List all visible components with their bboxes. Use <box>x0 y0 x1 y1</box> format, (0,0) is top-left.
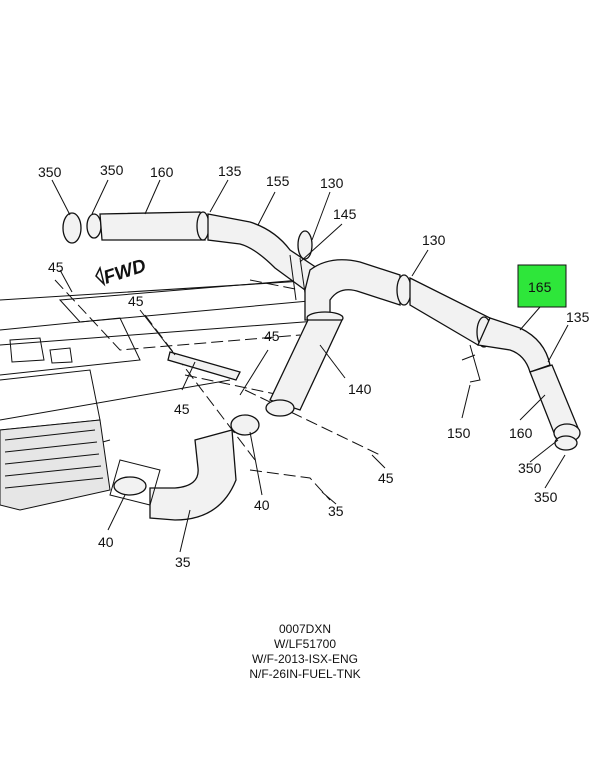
callout-45: 45 <box>174 401 190 417</box>
elbow-right <box>477 317 551 373</box>
right-upper-pipe-assembly <box>304 259 581 451</box>
callout-350: 350 <box>100 162 124 178</box>
forward-label: FWD <box>101 255 149 288</box>
reference-lines <box>54 279 381 501</box>
clamp-130-left <box>297 230 313 260</box>
callout-40: 40 <box>98 534 114 550</box>
callout-160: 160 <box>150 164 174 180</box>
callout-140: 140 <box>348 381 372 397</box>
chassis-frame <box>0 279 331 511</box>
callout-40: 40 <box>254 497 270 513</box>
callout-35: 35 <box>328 503 344 519</box>
caption-line-2: W/LF51700 <box>273 637 337 651</box>
callout-45: 45 <box>378 470 394 486</box>
lower-pipe-assembly <box>109 311 344 521</box>
forward-arrow: FWD <box>95 255 149 289</box>
pipe-160-left <box>99 211 206 241</box>
clamp-350-left <box>62 212 82 244</box>
callout-130: 130 <box>422 232 446 248</box>
leader-lines <box>51 179 569 553</box>
callout-130: 130 <box>320 175 344 191</box>
pipe-140 <box>269 319 344 411</box>
callout-labels: 350 350 160 135 155 130 145 130 45 45 45… <box>38 162 590 570</box>
callout-145: 145 <box>333 206 357 222</box>
callout-160: 160 <box>509 425 533 441</box>
left-upper-pipe-assembly <box>62 211 321 301</box>
callout-135: 135 <box>218 163 242 179</box>
caption-line-4: N/F-26IN-FUEL-TNK <box>249 667 361 681</box>
clamp-40-lower <box>113 476 147 496</box>
clamp-40-mid <box>230 414 260 436</box>
seal-ring-350-left <box>86 213 102 239</box>
caption-line-1: 0007DXN <box>278 622 332 636</box>
callout-350: 350 <box>38 164 62 180</box>
callout-45: 45 <box>48 259 64 275</box>
callout-155: 155 <box>266 173 290 189</box>
caption-line-3: W/F-2013-ISX-ENG <box>251 652 359 666</box>
bracket-150 <box>461 344 481 383</box>
callout-35: 35 <box>175 554 191 570</box>
crossover-pipe <box>304 259 401 321</box>
callout-350: 350 <box>518 460 542 476</box>
callout-165: 165 <box>528 279 552 295</box>
clamp-135-left <box>196 211 210 241</box>
seal-ring-350-right <box>554 435 578 451</box>
clamp-40-upper <box>265 399 295 417</box>
callout-45: 45 <box>128 293 144 309</box>
callout-45: 45 <box>264 328 280 344</box>
clamp-130-right <box>396 274 412 306</box>
highlight-box-165 <box>517 264 567 308</box>
aftertreatment-outlet <box>109 459 161 506</box>
callout-135: 135 <box>566 309 590 325</box>
elbow-35 <box>149 429 237 521</box>
callout-350: 350 <box>534 489 558 505</box>
exhaust-stub <box>167 351 241 381</box>
callout-150: 150 <box>447 425 471 441</box>
